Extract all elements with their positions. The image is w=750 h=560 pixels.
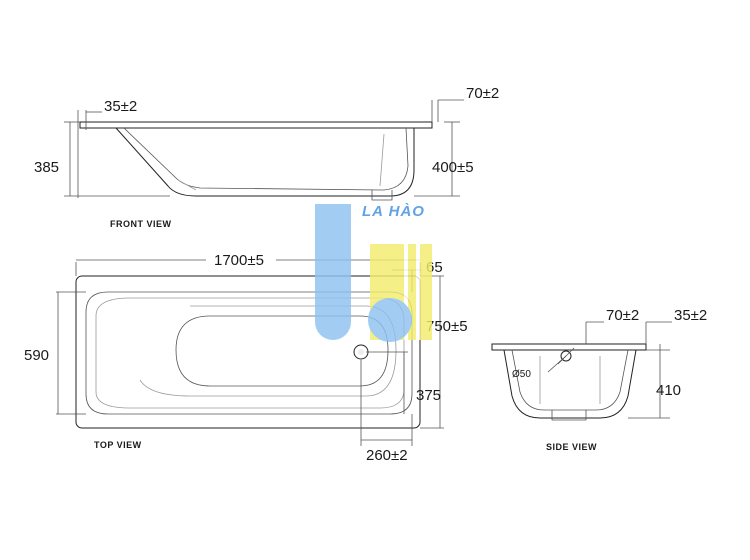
front-height-total-dim: 400±5 bbox=[432, 159, 474, 176]
side-drain-dia-dim: Ø50 bbox=[512, 369, 531, 380]
top-basin-inner bbox=[95, 297, 405, 409]
watermark-logo: LA HÀO bbox=[315, 203, 432, 342]
top-view-caption: TOP VIEW bbox=[94, 440, 142, 450]
side-body-outline bbox=[503, 349, 637, 419]
top-width-dim: 590 bbox=[24, 347, 49, 364]
front-rim bbox=[79, 121, 433, 129]
front-inner-shell bbox=[123, 127, 409, 191]
side-drain bbox=[551, 410, 587, 421]
side-overflow-dim: 70±2 bbox=[606, 307, 639, 324]
side-overflow bbox=[560, 350, 572, 362]
top-basin-floor bbox=[175, 315, 389, 387]
front-overflow-dim: 70±2 bbox=[466, 85, 499, 102]
front-drain bbox=[371, 190, 393, 201]
side-rim-dim: 35±2 bbox=[674, 307, 707, 324]
front-view: 35±2 70±2 385 400±5 FRONT VIEW bbox=[34, 85, 499, 229]
top-width-total-dim: 750±5 bbox=[426, 318, 468, 335]
front-view-caption: FRONT VIEW bbox=[110, 219, 172, 229]
side-inner-shell bbox=[511, 349, 629, 411]
front-rim-dim: 35±2 bbox=[104, 98, 137, 115]
front-height-outer-dim: 385 bbox=[34, 159, 59, 176]
side-view: Ø50 70±2 35±2 410 SIDE VIEW bbox=[491, 307, 707, 452]
top-rim-outline bbox=[75, 275, 421, 429]
top-length-dim: 1700±5 bbox=[214, 252, 264, 269]
side-view-caption: SIDE VIEW bbox=[546, 442, 597, 452]
front-body-outline bbox=[115, 127, 415, 197]
watermark-text: LA HÀO bbox=[362, 203, 425, 220]
top-drain-to-end-dim: 260±2 bbox=[366, 447, 408, 464]
top-drain-offset-dim: 375 bbox=[416, 387, 441, 404]
side-height-dim: 410 bbox=[656, 382, 681, 399]
logo-blue-circle bbox=[368, 298, 412, 342]
side-rim bbox=[491, 343, 647, 351]
